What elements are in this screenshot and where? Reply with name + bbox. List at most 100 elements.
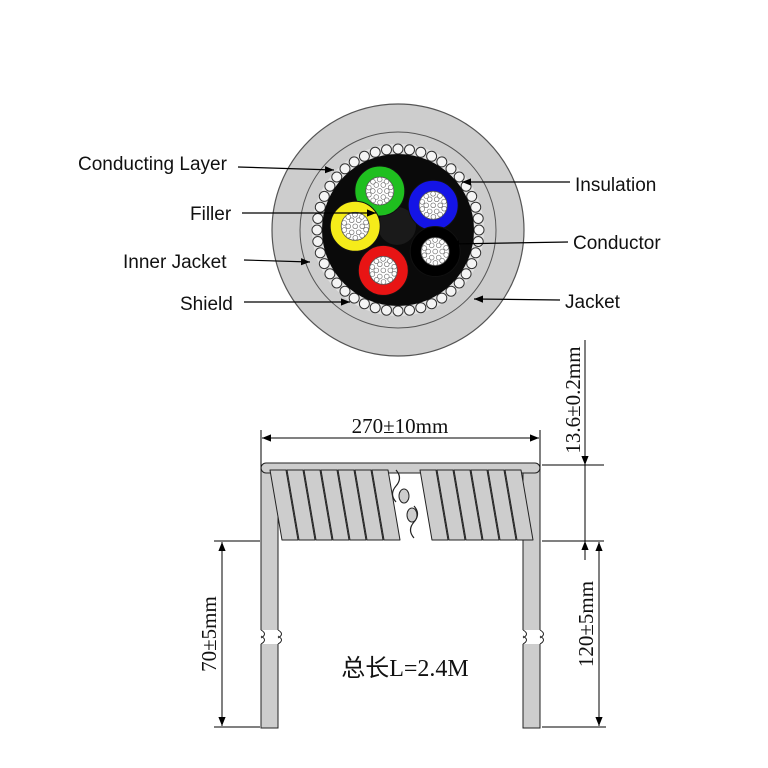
conductor-strand — [374, 277, 380, 283]
left-lead — [260, 465, 279, 729]
leader-inner-jacket — [243, 258, 311, 266]
shield-strand — [436, 292, 448, 304]
shield-strand — [445, 163, 457, 175]
conductor-strand — [373, 194, 379, 200]
shield-strand — [339, 163, 351, 175]
conductor-strand — [377, 273, 383, 280]
conductor-strand — [439, 258, 445, 264]
conductor-strand — [432, 248, 438, 255]
shield-strand — [311, 224, 323, 236]
conductor-strand — [429, 242, 435, 249]
conductor-strand — [359, 232, 365, 239]
coil-turn — [286, 469, 316, 541]
shield-strand — [404, 304, 415, 316]
shield-strand — [324, 180, 336, 192]
conductor-strand — [349, 217, 355, 223]
shield-strand — [312, 236, 324, 247]
conductor-strand — [341, 220, 347, 226]
shield-strand — [314, 201, 326, 213]
core-red — [357, 244, 409, 296]
shield-strand — [472, 213, 484, 224]
core-blue — [407, 179, 459, 231]
conductor-strand — [443, 245, 449, 251]
conductor-strand — [345, 223, 351, 230]
conductor-strand — [439, 248, 445, 255]
shield-strand — [436, 156, 448, 168]
label-conductor: Conductor — [573, 233, 661, 254]
conductor-strand — [434, 196, 440, 203]
coil-turn — [470, 469, 500, 541]
label-inner-jacket: Inner Jacket — [123, 252, 227, 273]
filler-core — [378, 207, 416, 245]
conductor-strand — [341, 227, 347, 233]
label-conducting-layer: Conducting Layer — [78, 154, 228, 175]
conductor-strand — [437, 211, 443, 218]
shield-strand — [453, 277, 465, 289]
conductor-strand — [356, 217, 362, 223]
coil-turn — [453, 469, 483, 541]
total-length-note: 总长L=2.4M — [341, 655, 469, 682]
conductor-strand — [423, 212, 430, 218]
shield-strand — [426, 150, 438, 162]
conductor-strand — [380, 256, 386, 262]
conductor-strand — [387, 267, 393, 274]
conductor-strand — [419, 199, 425, 205]
shield-strand — [331, 171, 343, 183]
conductor-strand — [366, 192, 372, 198]
shield-strand — [314, 247, 326, 259]
conductor-strand — [425, 239, 431, 246]
coil-turn — [504, 469, 534, 541]
conductor-strand — [352, 235, 358, 241]
conductor-strand — [370, 188, 376, 194]
label-shield: Shield — [180, 294, 233, 315]
conductor-strand — [432, 237, 438, 243]
coil-turns-right — [419, 469, 534, 541]
conductor-strand — [391, 264, 397, 270]
shield-strand — [381, 304, 392, 316]
conductor-strand — [366, 184, 372, 191]
leader-jacket — [473, 295, 561, 303]
shield-strand — [324, 268, 336, 280]
shield-strand — [415, 146, 427, 158]
conductor-strand — [436, 242, 442, 249]
conductor-strand — [384, 261, 390, 267]
leader-conducting-layer — [237, 166, 335, 174]
conductor-strand — [359, 214, 365, 220]
conductor-strand — [436, 254, 442, 261]
right-lead-dimension-text: 120±5mm — [574, 581, 598, 667]
shield-strand — [392, 305, 404, 317]
coil-turn — [269, 469, 299, 541]
shield-strand — [358, 150, 370, 162]
shield-strand — [358, 298, 370, 310]
conductor-strand — [370, 197, 376, 204]
shield-strand — [426, 298, 438, 310]
coil-dimension-text: 13.6±0.2mm — [561, 346, 585, 453]
conductor-strand — [373, 258, 380, 264]
conductor-strand — [387, 258, 393, 264]
conductor-strand — [391, 271, 397, 277]
conductor-strand — [377, 176, 383, 183]
shield-strand — [415, 302, 427, 314]
conductor-strand — [432, 260, 439, 266]
conductor-strand — [373, 182, 379, 188]
conductor-strand — [373, 267, 379, 274]
conductor-strand — [437, 193, 443, 199]
conductor-strand — [352, 223, 358, 230]
shield-strand — [369, 146, 381, 158]
conductor-strand — [419, 206, 425, 212]
cable-cross-section — [271, 103, 525, 357]
leader-conductor — [449, 240, 569, 248]
shield-strand — [312, 213, 324, 224]
conductor-strand — [380, 194, 386, 200]
conductor-strand — [380, 182, 386, 188]
shield-strand — [470, 247, 482, 259]
shield-strand — [369, 302, 381, 314]
width-dimension-text: 270±10mm — [352, 414, 449, 438]
shield-strand — [466, 190, 478, 202]
coil-turn — [487, 469, 517, 541]
conductor-strand — [439, 239, 445, 245]
cross-section-labels: Conducting Layer Filler Inner Jacket Shi… — [78, 154, 661, 315]
conductor-strand — [384, 197, 390, 203]
conductor-strand — [423, 193, 429, 199]
